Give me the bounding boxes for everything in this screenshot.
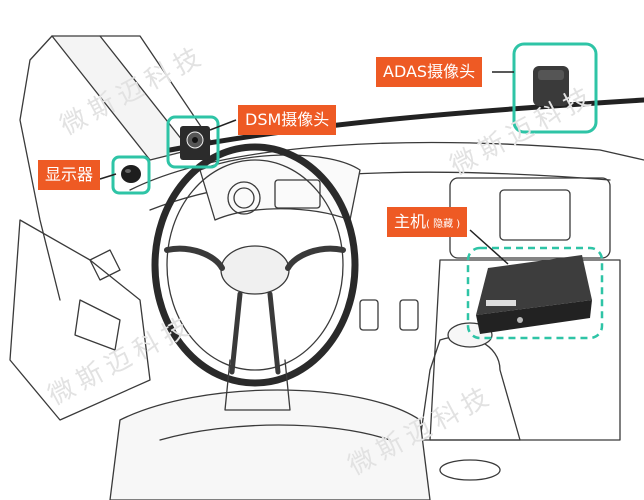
- seat: [109, 389, 431, 500]
- adas-camera-device: [533, 66, 569, 106]
- display-label: 显示器: [38, 160, 101, 190]
- adas-highlight-box: [512, 42, 598, 134]
- host-leader-line: [469, 229, 509, 265]
- host-unit-device: [476, 255, 592, 334]
- steering-wheel: [151, 143, 359, 387]
- display-leader-line: [99, 173, 117, 180]
- dsm-highlight-box: [166, 115, 220, 169]
- door-panel: [9, 219, 151, 421]
- adas-camera-label: ADAS摄像头: [376, 57, 483, 87]
- dsm-leader-line: [209, 119, 237, 131]
- dsm-camera-device: [180, 126, 210, 160]
- dashboard: [129, 141, 644, 191]
- display-device: [121, 165, 141, 183]
- dsm-camera-label: DSM摄像头: [238, 105, 337, 135]
- host-label-text: 主机: [394, 212, 427, 231]
- windshield-edge: [167, 97, 644, 153]
- host-label-note: ( 隐藏 ): [426, 219, 461, 230]
- host-label: 主机( 隐藏 ): [387, 207, 468, 237]
- host-highlight-box: [466, 246, 604, 340]
